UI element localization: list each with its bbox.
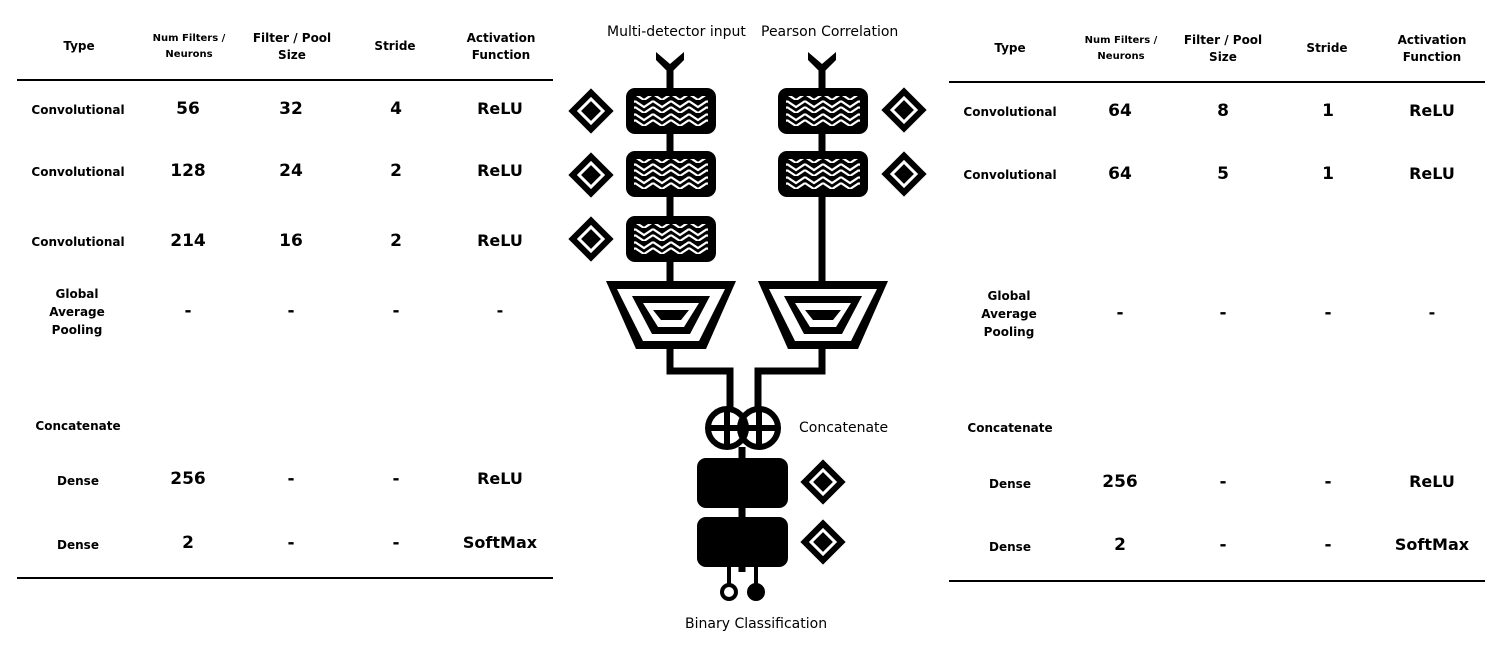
conv-block-right-2 [778,151,868,197]
row-filter-size: 8 [1217,101,1229,121]
row-activation: ReLU [477,469,523,488]
header-filter-pool-size: Filter / Pool Size [252,31,332,62]
concatenate-label: Concatenate [799,420,889,436]
row-filter-size: - [1219,303,1227,323]
global-average-pooling-left [606,281,736,349]
row-num-filters: 64 [1108,164,1132,184]
global-average-pooling-right [758,281,888,349]
row-activation: ReLU [477,161,523,180]
header-activation-function: Activation Function [466,31,536,62]
row-filter-size: - [1219,472,1227,492]
row-num-filters: 256 [170,469,206,489]
row-activation: - [1428,303,1436,322]
output-label: Binary Classification [685,616,828,632]
row-activation: - [496,301,504,320]
input-label-multi-detector: Multi-detector input [607,24,746,40]
row-activation: ReLU [477,231,523,250]
input-chevron-right [808,52,836,74]
row-filter-size: 24 [279,161,303,181]
header-filter-pool-size: Filter / Pool Size [1183,33,1263,64]
row-activation: ReLU [1409,472,1455,491]
row-stride: - [1324,535,1332,555]
row-type: Dense [57,538,99,552]
header-num-filters: Num Filters / Neurons [1084,35,1158,62]
row-type: Convolutional [31,165,125,179]
bottom-rule [949,580,1485,582]
row-num-filters: 2 [1114,535,1126,555]
row-filter-size: 16 [279,231,303,251]
header-stride: Stride [374,39,416,53]
row-stride: 4 [390,99,402,119]
header-num-filters: Num Filters / Neurons [152,33,226,60]
row-activation: ReLU [477,99,523,118]
row-type: Concatenate [35,419,121,433]
input-label-pearson-correlation: Pearson Correlation [761,24,899,40]
row-filter-size: - [287,469,295,489]
row-stride: - [392,469,400,489]
output-node-positive [747,583,765,601]
relu-icon [881,87,927,133]
row-stride: 2 [390,161,402,181]
header-type: Type [994,41,1026,55]
row-num-filters: 2 [182,533,194,553]
row-stride: - [392,301,400,321]
row-stride: 2 [390,231,402,251]
softmax-icon [800,519,846,565]
header-stride: Stride [1306,41,1348,55]
relu-icon [568,216,614,262]
header-rule [949,81,1485,83]
relu-icon [800,459,846,505]
row-activation: ReLU [1409,101,1455,120]
row-type: Concatenate [967,421,1053,435]
conv-block-left-2 [626,151,716,197]
conv-block-left-1 [626,88,716,134]
row-stride: - [1324,472,1332,492]
row-type: Dense [57,474,99,488]
row-stride: - [1324,303,1332,323]
row-type: Convolutional [31,103,125,117]
relu-icon [568,88,614,134]
row-type: Global Average Pooling [49,287,105,337]
relu-icon [568,152,614,198]
row-num-filters: - [1116,303,1124,323]
row-filter-size: - [287,533,295,553]
row-type: Dense [989,540,1031,554]
row-type: Convolutional [963,105,1057,119]
conv-block-right-1 [778,88,868,134]
row-type: Dense [989,477,1031,491]
row-num-filters: 64 [1108,101,1132,121]
row-type: Convolutional [31,235,125,249]
concatenate-icon [705,406,781,450]
header-activation-function: Activation Function [1397,33,1467,64]
conv-block-left-3 [626,216,716,262]
row-num-filters: 214 [170,231,206,251]
relu-icon [881,151,927,197]
row-filter-size: 5 [1217,164,1229,184]
row-activation: SoftMax [1394,535,1470,554]
row-filter-size: - [287,301,295,321]
row-num-filters: 256 [1102,472,1138,492]
row-filter-size: 32 [279,99,303,119]
row-stride: 1 [1322,101,1334,121]
row-type: Convolutional [963,168,1057,182]
output-node-negative [720,583,738,601]
input-chevron-left [656,52,684,74]
row-type: Global Average Pooling [981,289,1037,339]
dense-block-2 [697,517,788,567]
dense-block-1 [697,458,788,508]
row-num-filters: - [184,301,192,321]
row-num-filters: 128 [170,161,206,181]
row-stride: - [392,533,400,553]
row-activation: ReLU [1409,164,1455,183]
row-num-filters: 56 [176,99,200,119]
header-rule [17,79,553,81]
row-activation: SoftMax [462,533,538,552]
row-filter-size: - [1219,535,1227,555]
row-stride: 1 [1322,164,1334,184]
header-type: Type [63,39,95,53]
bottom-rule [17,577,553,579]
